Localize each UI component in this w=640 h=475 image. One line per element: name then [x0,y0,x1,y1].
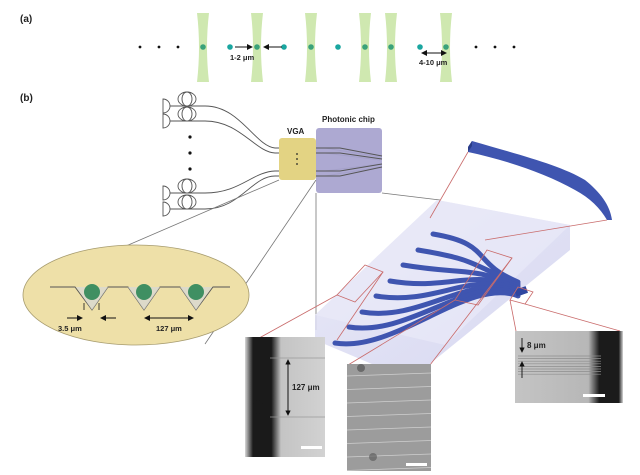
vga-label: VGA [287,127,305,136]
waveguide-trace [346,426,432,431]
vga-ellipsis [296,153,298,165]
micrograph-image [347,364,431,471]
micrograph-image [245,337,325,457]
fiber-routes [204,105,381,210]
trapped-atom [254,44,260,50]
waveguide-trace [346,413,432,417]
fiber-coil-icon [177,194,197,210]
gap-ticks [83,303,100,310]
photonic-chip-block [316,128,382,193]
micrograph-chip-facet: 8 μm [515,331,623,403]
micrograph-fiber-array: 127 μm [245,337,325,457]
v-groove-inset: 3.5 μm 127 μm [22,244,250,346]
micrograph-right-label: 8 μm [527,341,546,350]
fiber-coil-icon [181,194,193,210]
trapped-atom [362,44,368,50]
free-atom [335,44,341,50]
waveguide [430,231,521,285]
scale-bar [301,446,322,449]
v-grooves [50,284,230,311]
photodetector-icon [162,201,171,217]
waveguide-trace [346,453,432,458]
ellipsis-dot [157,45,161,49]
panel-b-label: (b) [20,93,33,104]
groove-gap-label: 3.5 μm [58,324,82,333]
fiber-coil-icon [181,91,193,107]
photonic-chip-label: Photonic chip [322,115,375,124]
waveguide [415,247,521,287]
fiber-coil-icon [181,178,193,194]
spacing-large-annotation: 4-10 μm [419,50,448,67]
micrograph-image [515,331,623,403]
ellipsis-dot [176,45,180,49]
micrograph-waveguides [346,364,432,471]
ellipsis-dot [138,45,142,49]
ellipsis-dot [474,45,478,49]
fiber-array [162,91,205,217]
fiber-core [188,284,204,300]
fiber-coil-icon [181,106,193,122]
trapped-atom [443,44,449,50]
waveguide-fan [332,231,521,347]
fiber-core [136,284,152,300]
spacing-small-annotation: 1-2 μm [230,44,282,62]
free-atom [281,44,287,50]
micrograph-left-label: 127 μm [292,383,320,392]
waveguide-taper [468,141,612,220]
waveguide-trace [346,386,432,390]
waveguide [346,287,521,331]
chip-waveguide-traces [316,147,383,177]
scale-bar [583,394,605,397]
spacing-large-label: 4-10 μm [419,58,448,67]
atom-array [138,44,516,50]
waveguide-trace [346,372,432,377]
photodetector-icon [162,113,171,129]
fiber-coil-icon [177,91,197,107]
panel-a-label: (a) [20,14,32,25]
ellipsis-dot [512,45,516,49]
groove-pitch-label: 127 μm [156,324,182,333]
free-atom [227,44,233,50]
fiber-coil-icon [177,106,197,122]
waveguide-trace [346,440,432,444]
trapped-atom [308,44,314,50]
trapped-atom [200,44,206,50]
waveguide-trace [346,467,432,471]
ellipsis-dot [493,45,497,49]
waveguide-trace [346,399,432,404]
ellipsis-vertical [188,135,192,171]
trapped-atom [388,44,394,50]
photodetector-icon [162,185,171,201]
photodetector-icon [162,98,171,114]
fiber-core [84,284,100,300]
spacing-small-label: 1-2 μm [230,53,255,62]
callout-lines [251,151,621,366]
scale-bar [406,463,427,466]
waveguide [332,290,521,347]
free-atom [417,44,423,50]
fiber-coil-icon [177,178,197,194]
